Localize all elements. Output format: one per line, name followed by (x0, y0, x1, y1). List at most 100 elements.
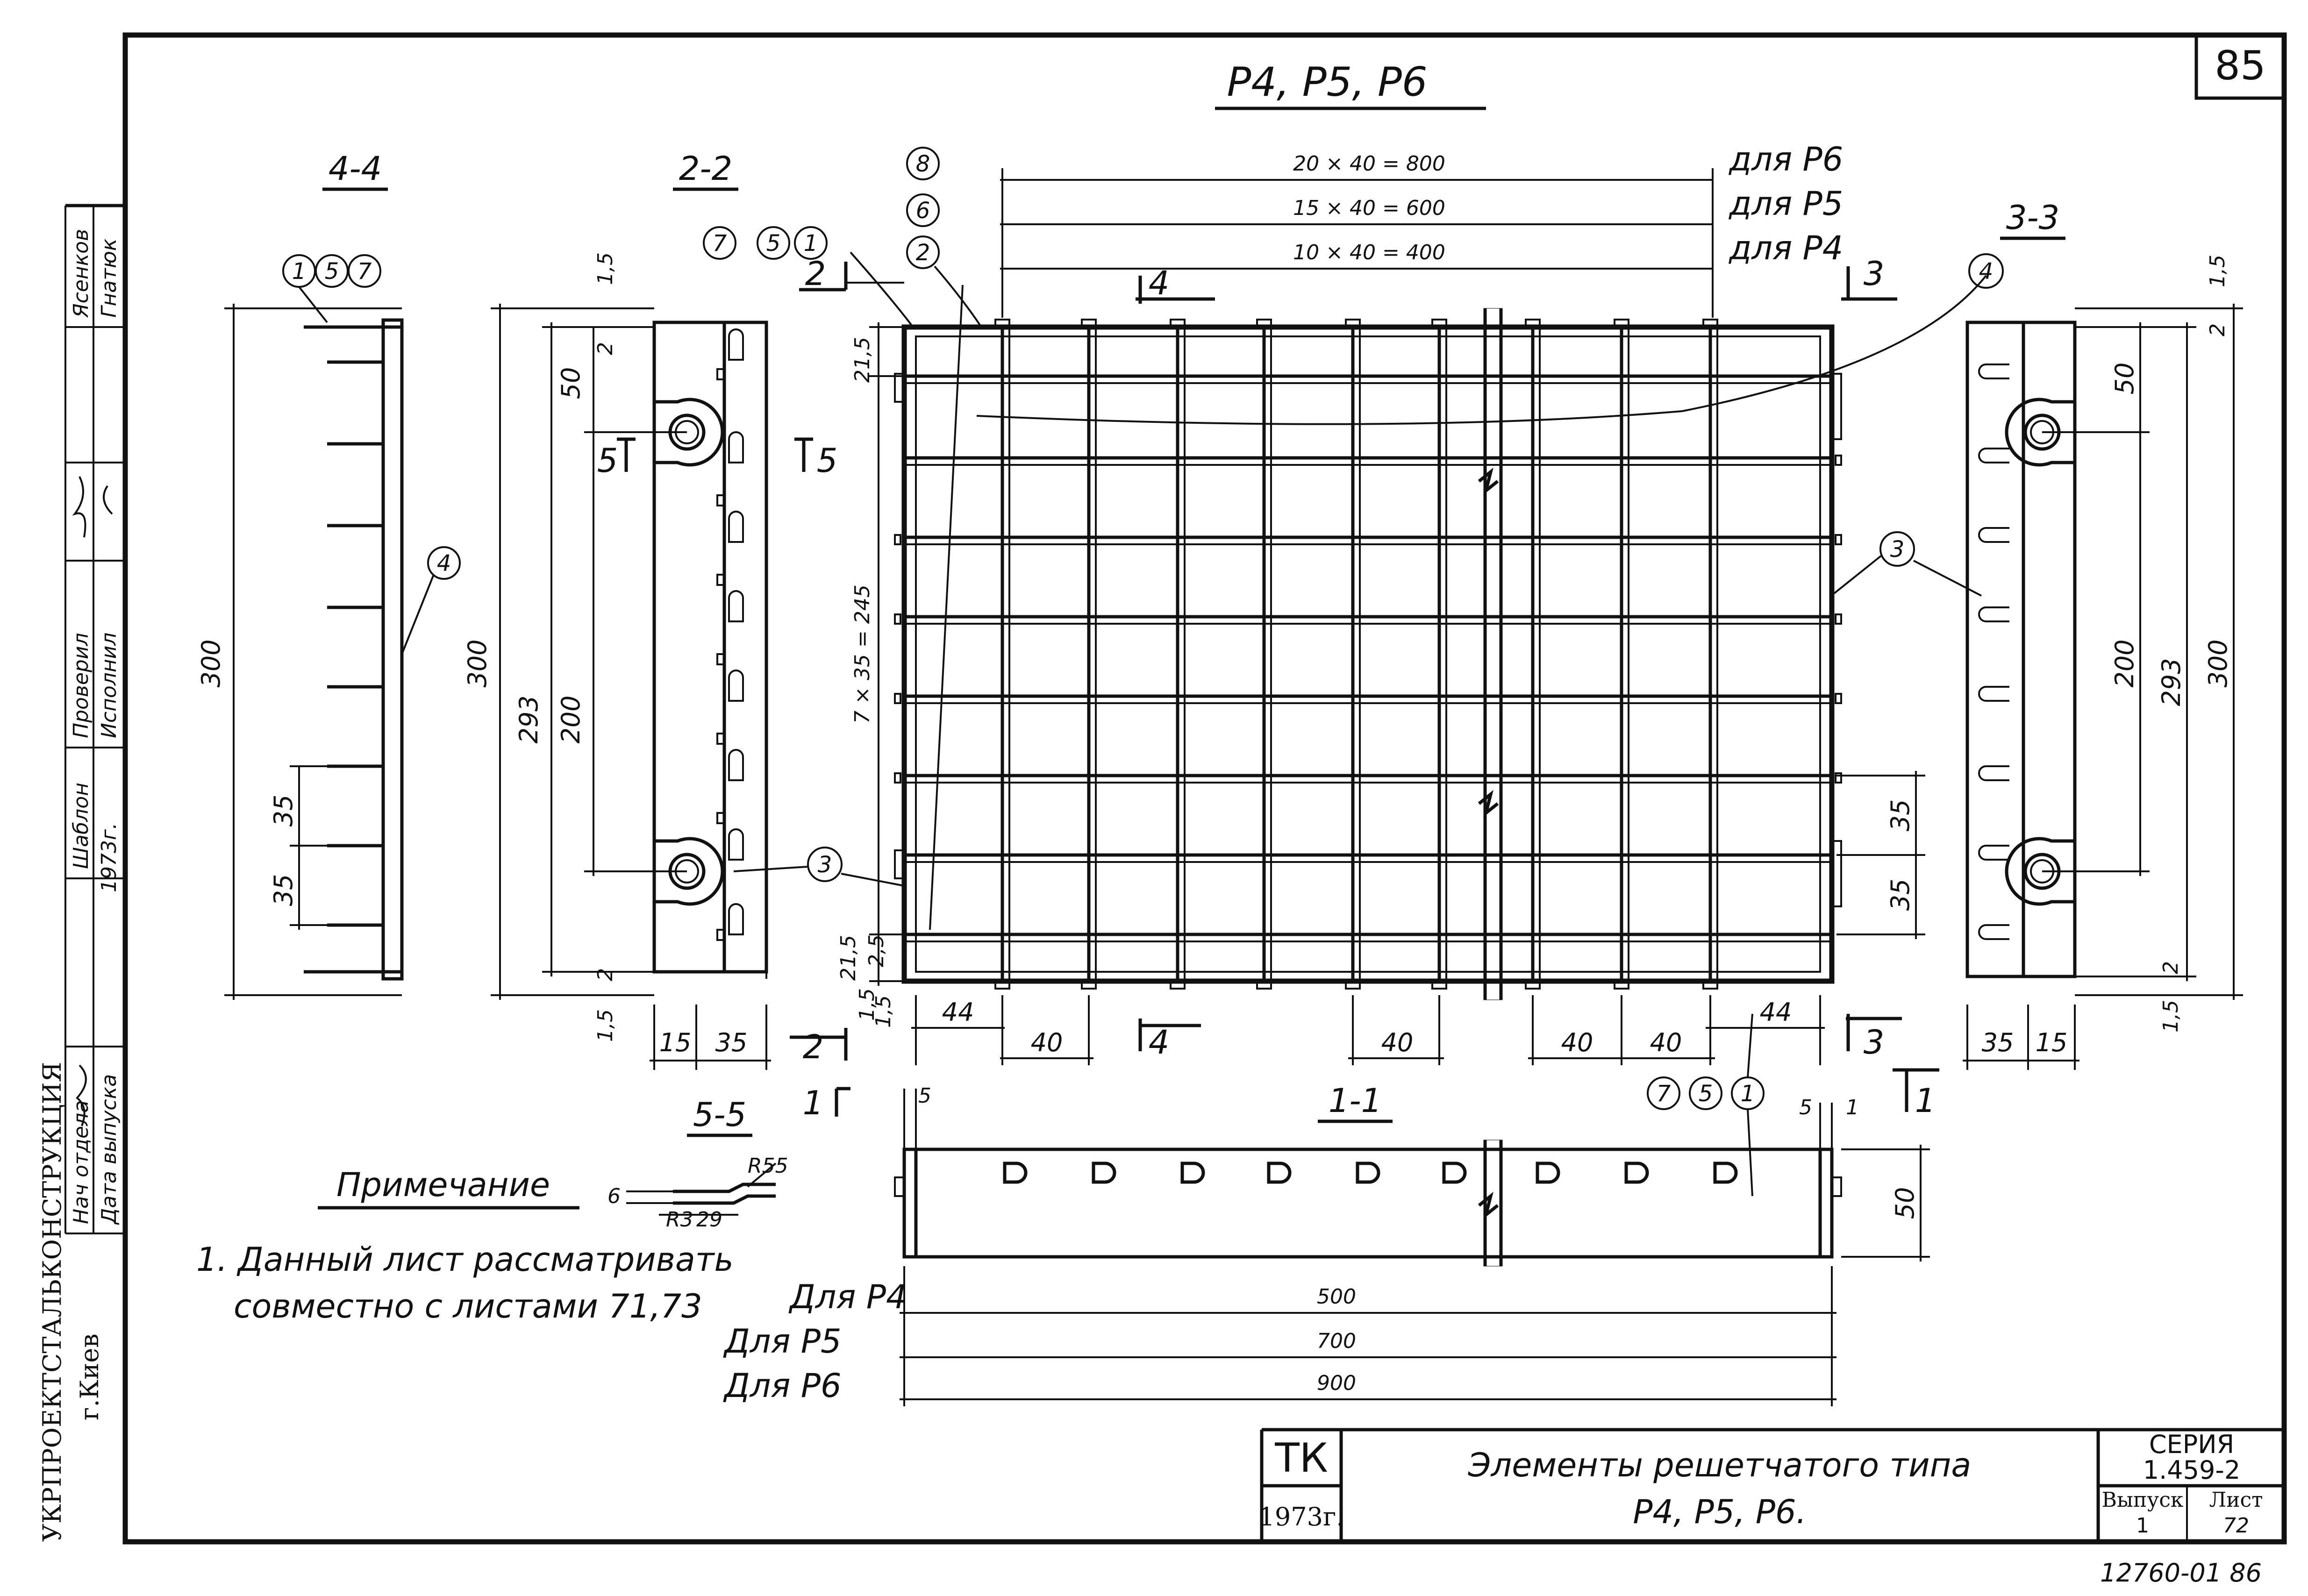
page-number-box (2194, 33, 2286, 100)
len-p6-value: 900 (1317, 1371, 1356, 1395)
section-2-2: 2-2 (463, 150, 837, 1070)
tb-issue-label: Выпуск (2102, 1488, 2184, 1512)
section-1-1-title: 1-1 (1329, 1082, 1382, 1120)
svg-text:7: 7 (713, 230, 727, 256)
svg-text:5: 5 (1799, 1096, 1812, 1119)
page-number: 85 (2215, 43, 2265, 89)
main-plan: 20 × 40 = 800 15 × 40 = 600 10 × 40 = 40… (703, 140, 2004, 1066)
svg-text:4: 4 (437, 550, 451, 577)
dim-2-2-200: 200 (556, 695, 586, 743)
svg-text:2: 2 (2159, 961, 2183, 974)
svg-text:2: 2 (593, 968, 617, 981)
svg-text:1,5: 1,5 (2206, 255, 2229, 287)
svg-text:40: 40 (1650, 1028, 1682, 1057)
label-for-p4: для P4 (1729, 229, 1843, 267)
section-5-5-title: 5-5 (693, 1096, 746, 1134)
section-3-3: 3-3 (1963, 199, 2243, 1070)
bubble-group-157: 1 5 7 (282, 254, 381, 288)
svg-text:5: 5 (918, 1084, 931, 1108)
dim-height-formula: 7 × 35 = 245 (850, 584, 874, 724)
tb-sheet-label: Лист (2209, 1488, 2263, 1512)
svg-text:1,5: 1,5 (2159, 1000, 2183, 1033)
dim-2-2-293: 293 (514, 695, 543, 743)
svg-text:1,5: 1,5 (855, 988, 879, 1021)
len-p5-value: 700 (1317, 1329, 1356, 1353)
section-4-4: 4-4 1 5 7 4 300 35 35 (196, 150, 461, 1000)
stamp-name-1: Ясенков (69, 229, 93, 318)
section-3-3-title: 3-3 (2006, 199, 2059, 237)
stamp-year: 1973г. (97, 823, 121, 892)
section-4-4-title: 4-4 (329, 150, 382, 188)
svg-text:35: 35 (1982, 1028, 2014, 1057)
svg-text:7: 7 (357, 258, 372, 285)
tb-series-label: СЕРИЯ (2149, 1430, 2234, 1459)
slots-2-2 (716, 328, 744, 941)
dim-3-3-200: 200 (2110, 639, 2139, 687)
len-p6-label: Для P6 (723, 1367, 842, 1405)
dim-p6-formula: 20 × 40 = 800 (1293, 152, 1445, 176)
dim-top-offset: 21,5 (850, 337, 874, 383)
section-2-2-title: 2-2 (679, 150, 732, 188)
signature-2 (76, 1064, 87, 1126)
stamp-city: г.Киев (75, 1333, 104, 1420)
svg-text:5: 5 (766, 230, 781, 256)
dim-3-3-293: 293 (2157, 658, 2186, 706)
svg-text:2: 2 (805, 255, 826, 293)
svg-text:R55: R55 (748, 1154, 788, 1178)
svg-text:5: 5 (817, 442, 838, 480)
break-band (1478, 308, 1503, 1000)
svg-text:29: 29 (696, 1208, 722, 1232)
dim-3-3-300: 300 (2203, 639, 2233, 687)
bar-4-4 (381, 318, 404, 981)
stamp-name-2: Гнатюк (97, 238, 121, 318)
stamp-label-executed: Исполнил (97, 633, 121, 738)
len-p4-value: 500 (1317, 1285, 1356, 1309)
bottom-tabs (994, 980, 1718, 990)
svg-text:3: 3 (818, 852, 832, 878)
svg-text:5: 5 (1699, 1081, 1713, 1107)
tb-year: 1973г. (1259, 1502, 1344, 1532)
len-p4-label: Для P4 (788, 1278, 907, 1316)
svg-text:1: 1 (1741, 1081, 1755, 1107)
svg-text:50: 50 (1890, 1187, 1920, 1219)
dim-end-left: 44 (942, 998, 974, 1027)
bearing-bar-3-3 (1965, 321, 2077, 978)
section-5-5: 5-5 6 R55 R3 29 (607, 1096, 788, 1232)
side-tabs (894, 373, 1842, 907)
stamp-label-head: Нач отдела (69, 1100, 93, 1224)
section-1-1: 1-1 5 5 1 50 7 (723, 1013, 1939, 1406)
label-for-p6: для P6 (1729, 140, 1843, 178)
svg-text:1,5: 1,5 (593, 1009, 617, 1042)
svg-text:1: 1 (803, 1084, 824, 1122)
len-p5-label: Для P5 (723, 1322, 842, 1361)
svg-text:8: 8 (916, 151, 930, 177)
svg-text:1: 1 (1846, 1096, 1859, 1119)
stamp-label-template: Шаблон (69, 783, 93, 869)
svg-text:2: 2 (2206, 323, 2229, 336)
svg-text:35: 35 (715, 1028, 748, 1057)
svg-text:3: 3 (1864, 255, 1885, 293)
svg-text:15: 15 (2036, 1028, 2068, 1057)
svg-text:35: 35 (269, 795, 298, 827)
note: Примечание 1. Данный лист рассматривать … (196, 1166, 734, 1325)
svg-text:35: 35 (1886, 879, 1915, 911)
svg-text:R3: R3 (666, 1208, 693, 1232)
svg-text:1: 1 (292, 258, 307, 285)
svg-text:6: 6 (916, 198, 930, 224)
svg-text:5: 5 (597, 442, 618, 480)
svg-text:2: 2 (916, 240, 930, 266)
label-for-p5: для P5 (1729, 185, 1843, 223)
svg-text:7: 7 (1657, 1081, 1671, 1107)
tb-title-line1: Элементы решетчатого типа (1468, 1446, 1972, 1484)
title-block: ТК 1973г. Элементы решетчатого типа P4, … (1259, 1428, 2284, 1542)
dim-end-right: 44 (1760, 998, 1792, 1027)
svg-text:2,5: 2,5 (865, 934, 888, 967)
dim-2-2-300: 300 (463, 639, 492, 687)
svg-text:5: 5 (325, 258, 339, 285)
note-line-2: совместно с листами 71,73 (234, 1287, 702, 1325)
signature-1 (72, 476, 113, 538)
drawing-title: P4, P5, P6 (1227, 59, 1427, 106)
svg-text:40: 40 (1381, 1028, 1414, 1057)
rod-ends-4-4 (327, 360, 383, 927)
